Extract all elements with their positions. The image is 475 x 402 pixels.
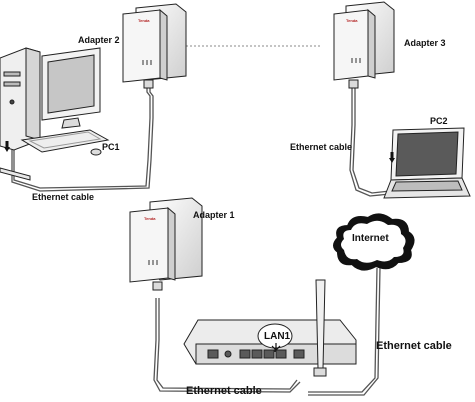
internet-cloud-icon [333, 213, 415, 271]
arrow-icon [389, 152, 395, 163]
adapter-3-icon [333, 1, 395, 89]
pc2-label: PC2 [430, 116, 448, 126]
router-icon [183, 319, 357, 365]
lan1-arrow-icon [271, 343, 281, 351]
adapter-1-icon [129, 197, 203, 291]
antenna-icon [313, 279, 327, 377]
internet-label: Internet [352, 233, 389, 244]
cable-adapter3-to-pc2 [349, 82, 391, 197]
cable-internet-to-router [308, 267, 381, 396]
pc2-laptop-icon [383, 127, 471, 199]
adapter-1-brand-logo: Tenda [144, 216, 156, 221]
ethernet-cable-label-pc2: Ethernet cable [290, 142, 353, 152]
adapter-3-label: Adapter 3 [404, 38, 446, 48]
ethernet-cable-label-internet: Ethernet cable [376, 340, 452, 352]
pc1-label: PC1 [102, 142, 120, 152]
adapter-1-label: Adapter 1 [193, 210, 235, 220]
ethernet-cable-label-router: Ethernet cable [186, 385, 262, 397]
adapter-3-brand-logo: Tenda [346, 18, 358, 23]
adapter-2-icon [122, 3, 187, 89]
lan1-label: LAN1 [264, 331, 291, 342]
pc1-computer-icon [0, 47, 110, 181]
cable-pc1-to-adapter2 [11, 80, 154, 192]
adapter-2-brand-logo: Tenda [138, 18, 150, 23]
adapter-2-label: Adapter 2 [78, 35, 120, 45]
cable-adapter1-to-router [153, 298, 301, 393]
ethernet-cable-label-pc1: Ethernet cable [32, 192, 95, 202]
arrow-icon [4, 141, 10, 152]
